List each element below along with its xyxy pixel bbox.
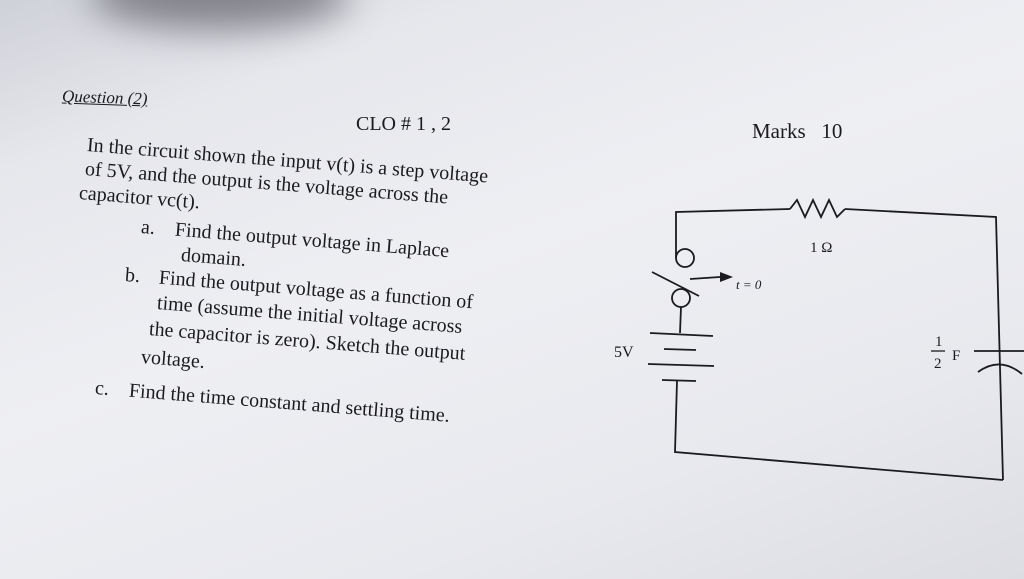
- switch-terminal-top: [675, 248, 695, 268]
- top-wire-right: [844, 208, 1004, 481]
- switch-arrow-head: [720, 272, 733, 282]
- battery-wire-top: [679, 306, 682, 334]
- resistor-label: 1 Ω: [810, 240, 832, 256]
- top-wire-left: [675, 208, 791, 258]
- bottom-wire: [674, 380, 1004, 481]
- switch-time-label: t = 0: [736, 277, 762, 292]
- capacitor-numerator: 1: [935, 334, 943, 350]
- marks-label: Marks 10: [752, 119, 843, 143]
- capacitor-denominator: 2: [934, 356, 942, 372]
- clo-label: CLO # 1 , 2: [356, 113, 451, 135]
- capacitor-unit: F: [952, 348, 960, 364]
- switch-arrow-line: [689, 276, 721, 280]
- resistor-symbol: [789, 197, 846, 220]
- battery-plate-2: [663, 348, 697, 351]
- source-voltage-label: 5V: [614, 344, 634, 361]
- battery-plate-4: [661, 379, 697, 382]
- battery-plate-1: [649, 332, 714, 337]
- battery-plate-3: [647, 363, 715, 367]
- switch-terminal-bottom: [671, 288, 691, 308]
- switch-blade: [651, 271, 700, 297]
- capacitor-plate-bottom: [977, 363, 1023, 375]
